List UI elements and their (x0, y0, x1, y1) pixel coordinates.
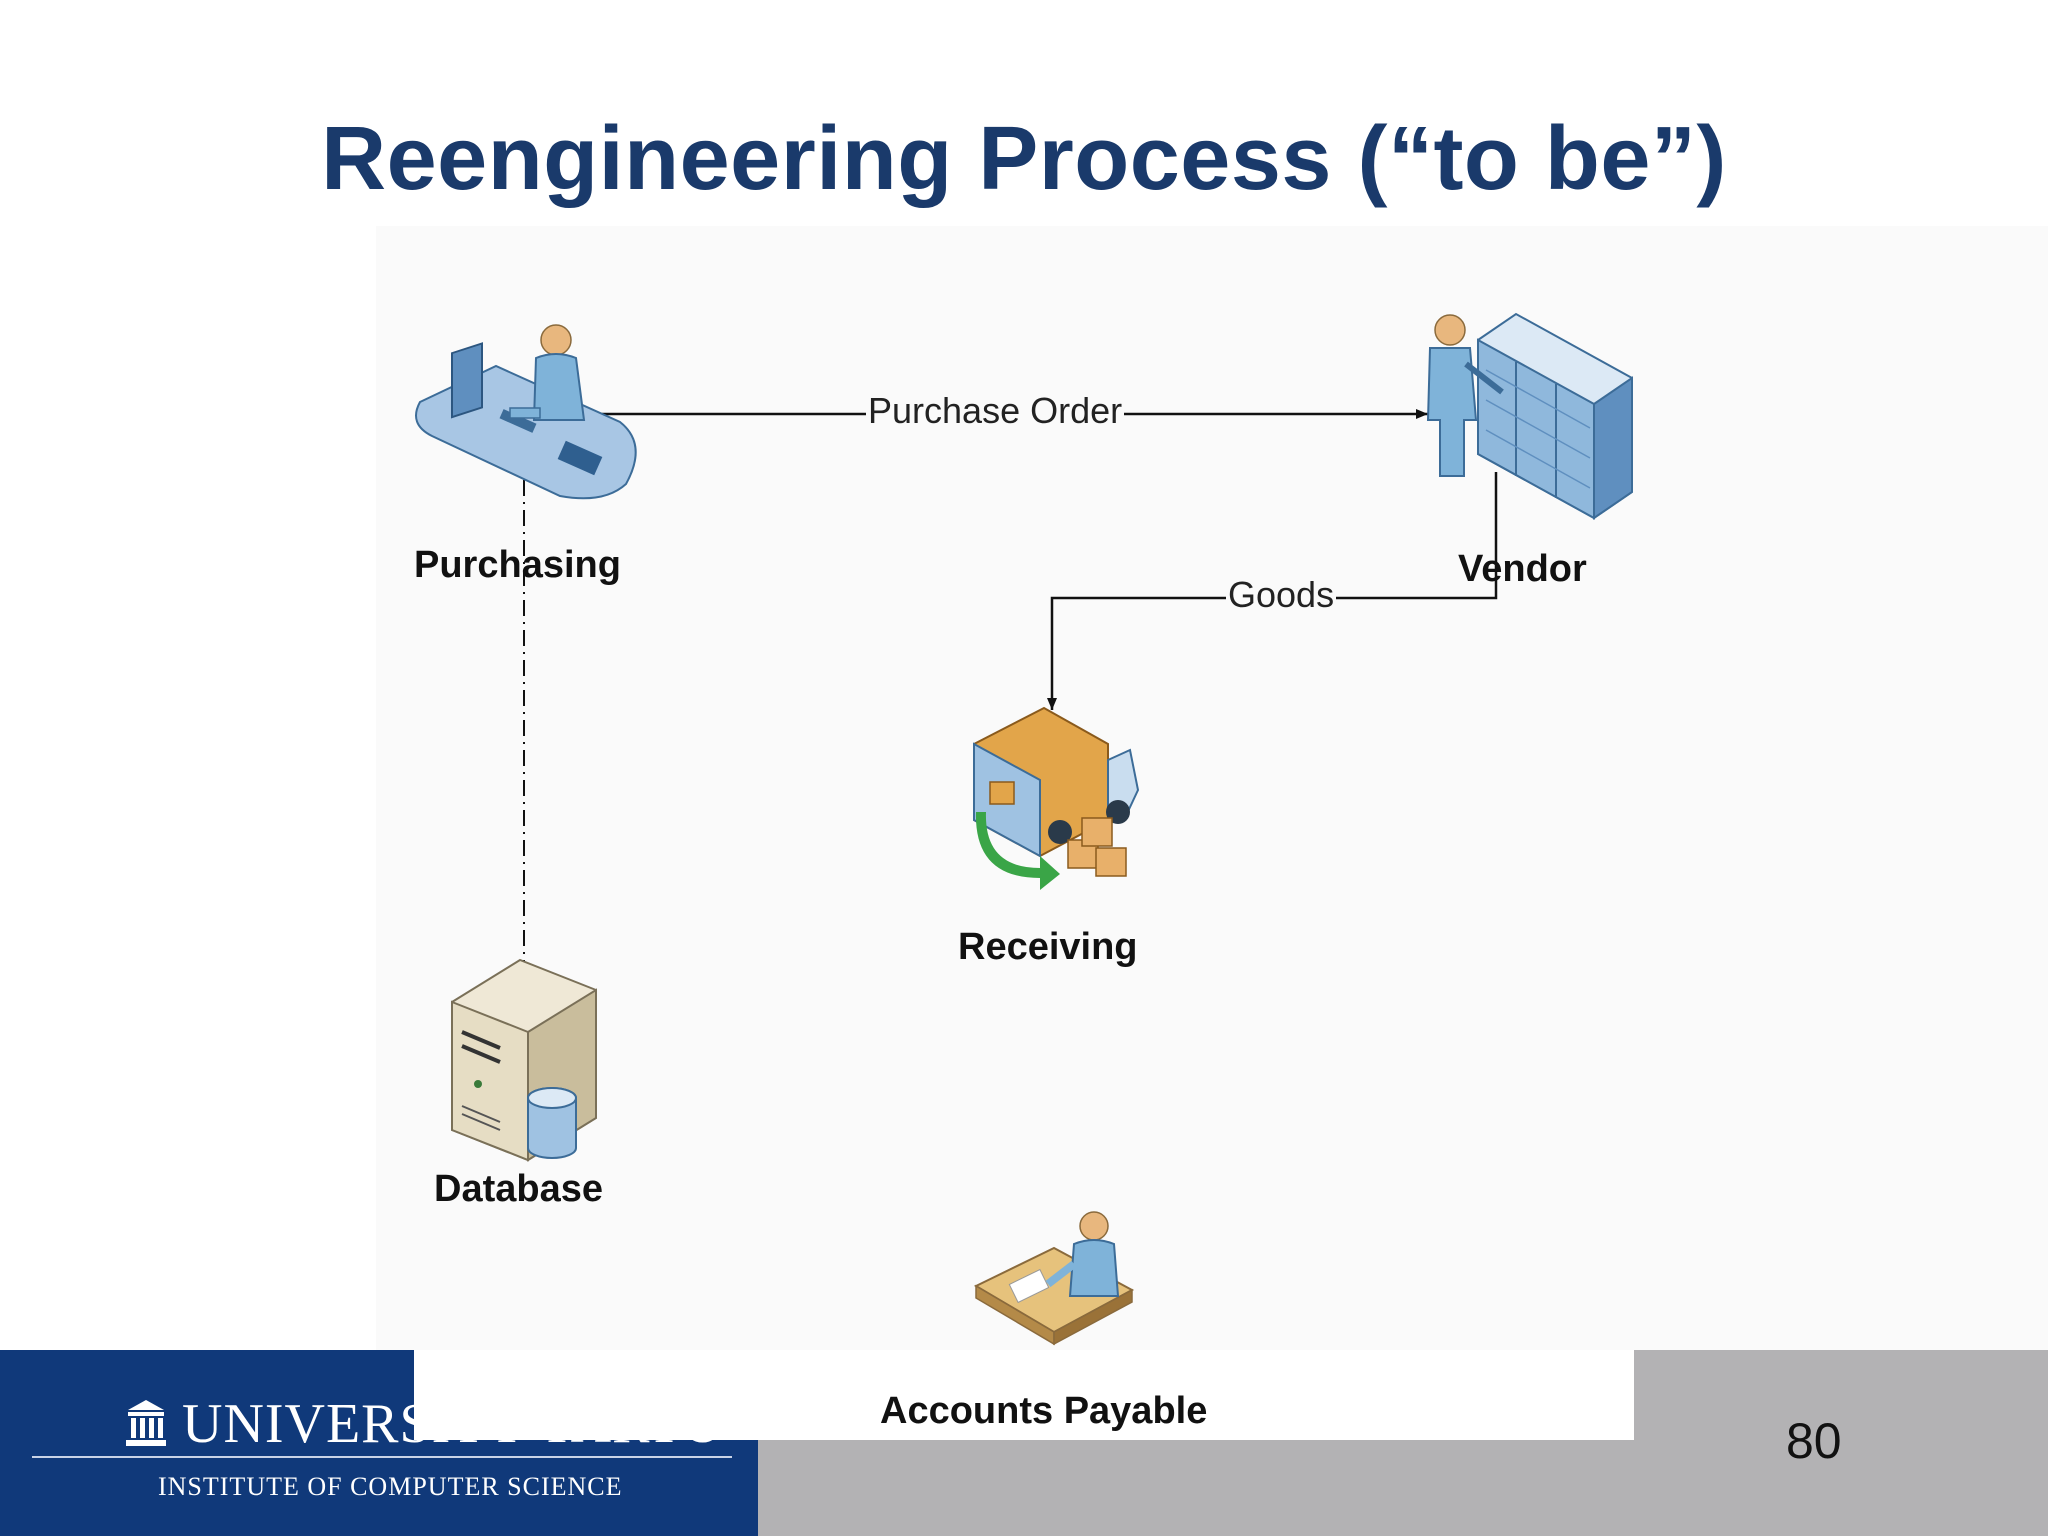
university-crest-icon (126, 1400, 166, 1446)
diagram-bottom-panel (414, 1350, 1634, 1440)
accounts-payable-icon (973, 1211, 1135, 1346)
vendor-label: Vendor (1458, 548, 1587, 590)
slide-title: Reengineering Process (“to be”) (321, 109, 1727, 209)
receiving-icon (973, 706, 1140, 890)
purchasing-icon (415, 324, 637, 500)
university-divider (32, 1456, 732, 1458)
page-number: 80 (1786, 1413, 1842, 1469)
receiving-label: Receiving (958, 926, 1138, 968)
purchasing-label: Purchasing (414, 544, 621, 586)
purchase-order-label: Purchase Order (866, 390, 1125, 432)
database-label: Database (434, 1168, 603, 1210)
vendor-icon (1426, 312, 1633, 520)
goods-label: Goods (1226, 574, 1337, 616)
database-icon (451, 958, 597, 1162)
diagram-canvas (376, 226, 2048, 1440)
accounts-payable-label: Accounts Payable (880, 1390, 1208, 1432)
institute-name: INSTITUTE OF COMPUTER SCIENCE (158, 1472, 623, 1501)
